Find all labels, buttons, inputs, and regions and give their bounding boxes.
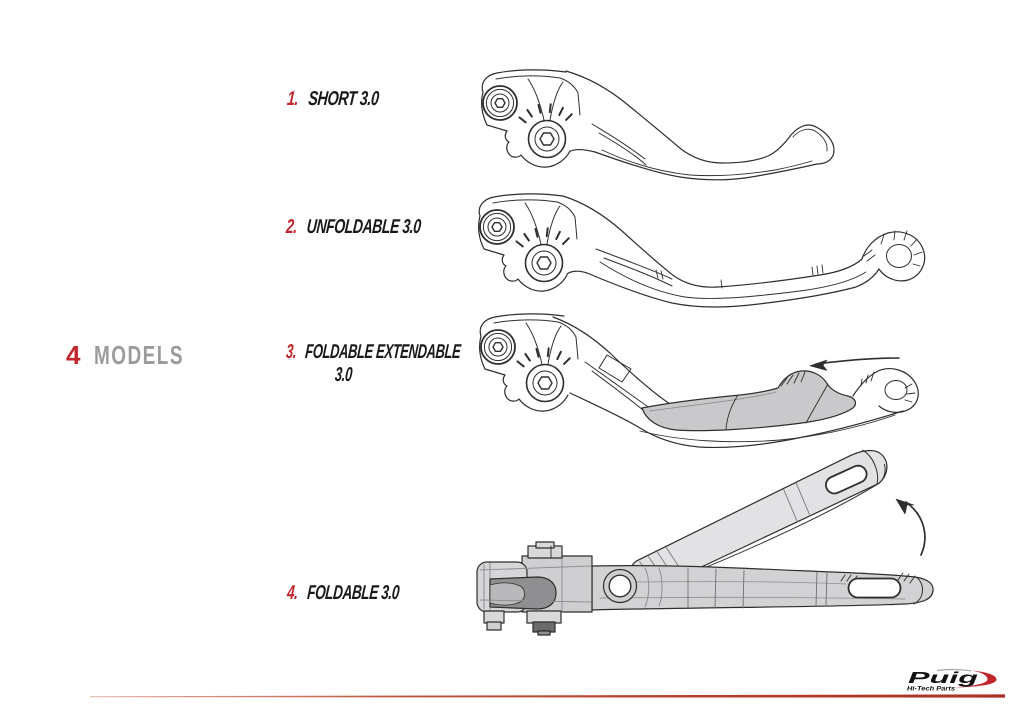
logo-swoosh	[951, 670, 997, 688]
lever-unfoldable-drawing	[477, 192, 926, 308]
label-foldable-extendable-number: 3.	[285, 341, 298, 363]
models-count: 4	[66, 340, 81, 370]
lever-foldable-extendable-drawing	[478, 312, 919, 449]
label-short-number: 1.	[286, 88, 300, 110]
lever-foldable-drawing	[476, 449, 934, 636]
label-unfoldable-number: 2.	[285, 216, 298, 238]
fold-direction-arrow	[895, 498, 926, 556]
label-foldable-name: FOLDABLE 3.0	[306, 582, 400, 604]
label-unfoldable-name: UNFOLDABLE 3.0	[305, 216, 422, 238]
logo-swoosh-lead	[936, 668, 972, 672]
label-foldable-extendable-name-line2: 3.0	[334, 364, 353, 386]
logo-brand-text: Puig	[908, 670, 978, 687]
label-foldable-extendable-name: FOLDABLE EXTENDABLE	[304, 341, 462, 363]
folded-arm	[629, 449, 888, 589]
models-heading: 4 MODELS	[66, 340, 218, 370]
label-foldable: 4. FOLDABLE 3.0	[286, 582, 400, 604]
lever-short-drawing	[480, 68, 835, 181]
puig-logo: Puig Hi-Tech Parts	[907, 668, 997, 693]
label-unfoldable: 2. UNFOLDABLE 3.0	[285, 216, 422, 238]
models-word: MODELS	[94, 340, 185, 370]
label-foldable-number: 4.	[286, 582, 299, 604]
bottom-red-rule	[90, 694, 1005, 698]
logo-tagline-text: Hi-Tech Parts	[907, 687, 956, 693]
slide-direction-arrow	[809, 357, 900, 371]
label-foldable-extendable: 3. FOLDABLE EXTENDABLE 3.0	[283, 341, 461, 387]
label-short: 1. SHORT 3.0	[286, 88, 380, 110]
label-short-name: SHORT 3.0	[307, 88, 380, 110]
